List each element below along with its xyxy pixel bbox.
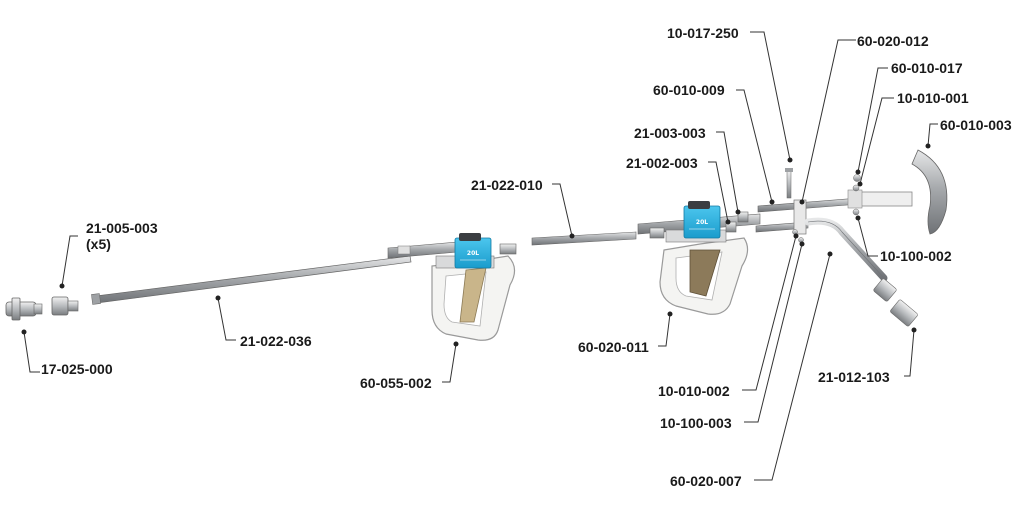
long-rod-21-022-036 (91, 255, 412, 305)
part-label-21-022-010: 21-022-010 (471, 177, 543, 193)
part-label-10-017-250: 10-017-250 (667, 25, 739, 41)
trigger-handle-icon (459, 267, 487, 323)
part-label-60-020-011: 60-020-011 (578, 339, 649, 355)
part-label-10-010-001: 10-010-001 (897, 90, 969, 106)
nipple-21-005-003 (51, 296, 79, 316)
short-rod-21-022-010 (531, 231, 637, 246)
bracket-60-020-012 (793, 199, 807, 235)
part-label-21-002-003: 21-002-003 (626, 155, 698, 171)
part-label-10-100-003: 10-100-003 (660, 415, 732, 431)
gun-assembly-left-60-055-002: 20L (387, 233, 517, 341)
part-label-60-010-017: 60-010-017 (891, 60, 963, 76)
t-handle-60-010-003 (847, 149, 948, 235)
part-label-10-100-002: 10-100-002 (880, 248, 952, 264)
part-label-60-010-009: 60-010-009 (653, 82, 725, 98)
gauge-icon-right: 20L (683, 201, 721, 239)
fitting-21-003-003 (737, 211, 749, 223)
part-label-21-005-003-qty: (x5) (86, 236, 111, 252)
part-label-17-025-000: 17-025-000 (41, 361, 113, 377)
part-label-21-012-103: 21-012-103 (818, 369, 890, 385)
part-label-21-003-003: 21-003-003 (634, 125, 706, 141)
leader-lines (23, 31, 938, 481)
svg-text:20L: 20L (696, 219, 708, 226)
svg-text:20L: 20L (467, 250, 479, 257)
part-label-60-020-007: 60-020-007 (670, 473, 742, 489)
part-label-60-020-012: 60-020-012 (857, 33, 929, 49)
fitting-21-002-003 (725, 221, 737, 233)
coupler-17-025-000 (5, 297, 43, 321)
part-label-21-005-003: 21-005-003 (86, 220, 158, 236)
part-label-10-010-002: 10-010-002 (658, 383, 730, 399)
gauge-icon: 20L (454, 233, 492, 269)
washer-10-100-002 (852, 208, 860, 216)
washer-60-010-017 (853, 174, 861, 182)
gun-assembly-right-60-020-011: 20L (637, 201, 761, 315)
bent-tube-60-020-007 (804, 217, 888, 282)
leader-dots (21, 143, 931, 347)
part-label-21-022-036: 21-022-036 (240, 333, 312, 349)
washer-10-010-001 (852, 184, 860, 192)
part-label-60-010-003: 60-010-003 (940, 117, 1012, 133)
part-label-60-055-002: 60-055-002 (360, 375, 432, 391)
nozzle-21-012-103 (873, 278, 918, 327)
pin-10-017-250 (786, 169, 792, 199)
